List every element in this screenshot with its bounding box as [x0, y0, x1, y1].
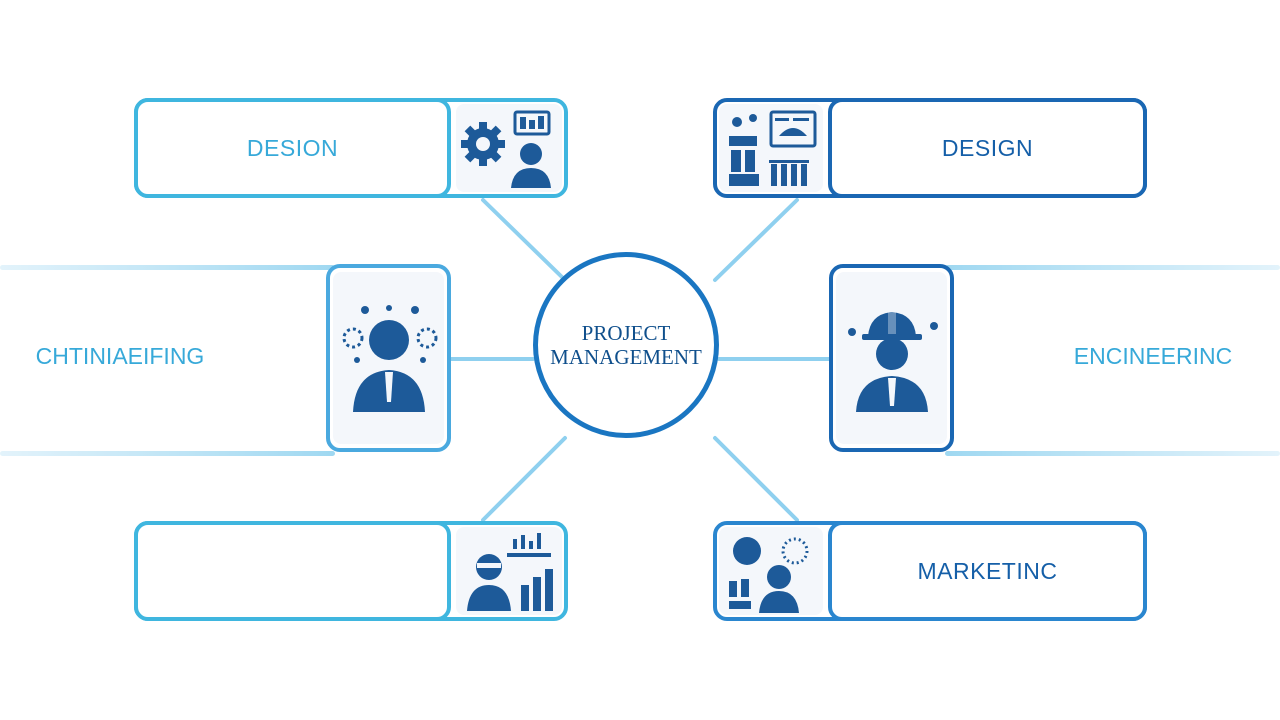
hub-project-management[interactable]: PROJECT MANAGEMENT: [533, 252, 719, 438]
node-marketing-label-box: [828, 521, 1147, 621]
node-design-top-left-label-box: [134, 98, 451, 198]
node-bottom-left-label-box: [134, 521, 451, 621]
connector-top-right: [713, 198, 799, 282]
connector-top-left: [481, 198, 567, 282]
node-label-mid-left: CHTINIAEIFING: [35, 342, 205, 369]
marketing-team-icon: [719, 527, 823, 615]
hardhat-engineer-icon: [836, 272, 947, 444]
node-label-bottom-left: [138, 525, 447, 617]
node-label-top-left: DESION: [246, 134, 339, 161]
gear-person-icon: [456, 104, 562, 192]
blueprint-team-icon: [719, 104, 823, 192]
hub-title-line2: MANAGEMENT: [550, 345, 702, 369]
hub-title-line1: PROJECT: [581, 321, 671, 345]
left-lower-band: [0, 451, 335, 456]
connector-bottom-right: [713, 436, 799, 522]
person-gears-icon: [333, 272, 444, 444]
right-upper-band: [945, 265, 1280, 270]
analyst-chart-icon: [456, 527, 562, 615]
node-label-bottom-right: MARKETINC: [917, 557, 1058, 584]
connector-bottom-left: [481, 436, 567, 522]
left-upper-band: [0, 265, 335, 270]
node-design-top-right-label-box: [828, 98, 1147, 198]
node-label-top-right: DESIGN: [941, 134, 1034, 161]
right-lower-band: [945, 451, 1280, 456]
node-label-mid-right: ENCINEERINC: [1073, 342, 1233, 369]
